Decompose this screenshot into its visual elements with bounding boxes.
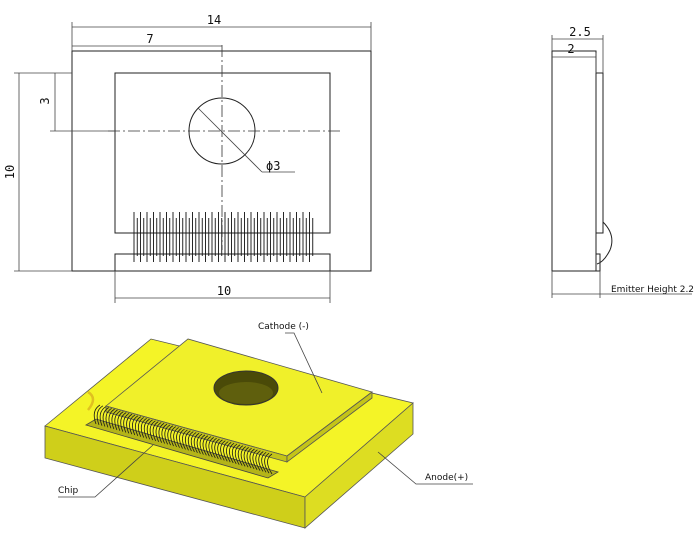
iso-wire-bond — [234, 444, 241, 465]
iso-wire-bond — [167, 425, 174, 446]
chip-leader — [58, 444, 154, 498]
dia-leader — [197, 107, 263, 173]
dim-center-text: 7 — [146, 32, 153, 46]
iso-wire-bond — [173, 427, 179, 448]
iso-wire-bond — [176, 427, 182, 448]
iso-wire-bond — [117, 411, 124, 431]
iso-wire-bond — [120, 412, 127, 432]
iso-wire-bond — [123, 412, 130, 433]
iso-wire-bond — [146, 419, 153, 440]
iso-wire-bond — [243, 447, 249, 468]
front-view: 14 7 10 3 ϕ3 10 — [3, 13, 372, 303]
iso-wire-bond — [161, 423, 168, 444]
iso-wire-bond — [93, 404, 101, 425]
iso-wire-bond — [196, 433, 203, 454]
emitter-height-text: Emitter Height 2.2 — [611, 285, 694, 295]
iso-wire-bond — [249, 448, 255, 470]
iso-wire-bond — [137, 417, 144, 437]
cathode-label: Cathode (-) — [258, 322, 309, 332]
cathode-plate-outline — [114, 72, 331, 234]
dim-height-text: 10 — [3, 165, 17, 179]
iso-wire-bond — [264, 452, 270, 474]
dim-hole-offset-text: 3 — [38, 97, 52, 104]
iso-wire-bond — [129, 414, 136, 435]
plate-side-face — [286, 391, 373, 463]
iso-wire-bond — [231, 443, 238, 465]
iso-wire-bond — [143, 418, 150, 439]
iso-wire-bond — [205, 436, 212, 457]
side-chip-outline — [595, 253, 601, 272]
iso-wire-bond — [170, 426, 177, 447]
iso-wire-bond — [164, 424, 171, 445]
iso-wire-bond — [187, 431, 194, 452]
iso-wire-bond — [220, 440, 226, 461]
iso-wire-bond — [99, 406, 107, 426]
iso-wire-bond — [140, 417, 147, 438]
iso-wire-bond — [126, 413, 133, 434]
dim-total-text: 2.5 — [569, 25, 591, 39]
dim-width-text: 14 — [207, 13, 221, 27]
iso-wire-bond — [96, 405, 104, 425]
iso-wire-bond — [184, 430, 191, 451]
iso-wire-bond — [211, 437, 217, 459]
iso-wire-bond — [182, 429, 188, 450]
iso-wire-bond — [208, 437, 214, 458]
iso-wire-bond — [108, 408, 115, 429]
iso-wire-bond — [111, 409, 118, 430]
wire-bonds — [133, 212, 314, 262]
side-base-outline — [551, 50, 597, 272]
iso-wire-bond — [158, 422, 165, 443]
iso-wire-bond — [217, 439, 223, 460]
side-view: 2.5 2 Emitter Height 2.2 — [551, 25, 694, 298]
iso-wire-bond — [237, 445, 244, 466]
iso-wire-bond — [214, 438, 220, 459]
iso-wire-bond — [267, 453, 273, 475]
iso-wire-bond — [202, 435, 209, 456]
side-wire — [596, 221, 613, 265]
side-plate-outline — [595, 72, 604, 234]
iso-wire-bond — [149, 420, 156, 441]
base-side-face — [304, 402, 414, 529]
iso-wire-bond — [258, 451, 264, 472]
iso-wire-bond — [223, 441, 229, 462]
chip-strip-outline — [114, 253, 331, 272]
anode-leader — [377, 451, 473, 485]
dim-base-text: 2 — [567, 42, 574, 56]
iso-wire-bond — [252, 449, 258, 470]
iso-wire-bond — [190, 432, 197, 453]
iso-wire-bond — [105, 407, 112, 428]
iso-wire-bond — [135, 416, 142, 437]
iso-wire-bond — [240, 446, 246, 467]
iso-wire-bond — [155, 422, 162, 442]
iso-wire-bond — [261, 452, 267, 473]
cathode-leader — [285, 332, 323, 394]
iso-wire-bond — [199, 434, 206, 455]
iso-wire-bond — [246, 447, 252, 469]
iso-wire-bond — [102, 407, 109, 427]
iso-wire-bond — [179, 428, 185, 449]
iso-wire-bond — [152, 421, 159, 442]
iso-wire-bond — [226, 442, 232, 463]
iso-wire-bond — [193, 432, 200, 454]
iso-wire-bond — [228, 442, 235, 464]
dim-bottom-text: 10 — [217, 284, 231, 298]
dim-hole-dia-text: ϕ3 — [266, 159, 280, 173]
iso-wire-bond — [132, 415, 139, 436]
iso-wire-bonds — [93, 404, 273, 475]
anode-label: Anode(+) — [425, 473, 468, 483]
chip-label: Chip — [58, 486, 78, 496]
iso-view: Cathode (-) Anode(+) Chip — [44, 322, 473, 529]
iso-wire-bond — [255, 450, 261, 471]
iso-wire-bond — [114, 410, 121, 431]
